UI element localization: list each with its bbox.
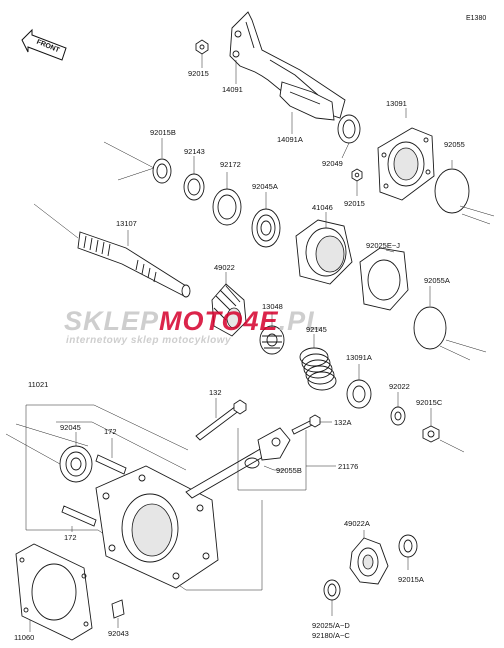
bushing-92015A bbox=[398, 534, 418, 558]
nut-92015-mid bbox=[351, 168, 363, 182]
label-21176: 21176 bbox=[338, 462, 358, 471]
gasket-92025EJ bbox=[359, 247, 409, 311]
label-92022: 92022 bbox=[389, 382, 410, 391]
part-labels: 92015 14091 14091A 13091 92055 92015B 92… bbox=[14, 69, 465, 642]
label-92143: 92143 bbox=[184, 147, 205, 156]
label-14091: 14091 bbox=[222, 85, 243, 94]
label-13107: 13107 bbox=[116, 219, 137, 228]
collar-92143 bbox=[183, 173, 205, 201]
label-92045A: 92045A bbox=[252, 182, 278, 191]
seal-92049 bbox=[337, 114, 361, 144]
axis-lines bbox=[5, 141, 495, 465]
oring-92055B bbox=[244, 457, 260, 469]
cover-14091A bbox=[279, 81, 335, 121]
lever-21176 bbox=[185, 427, 291, 499]
label-49022: 49022 bbox=[214, 263, 235, 272]
label-13091: 13091 bbox=[386, 99, 407, 108]
bearing-92045A bbox=[251, 208, 281, 248]
label-11060: 11060 bbox=[14, 633, 34, 642]
shim-92025AD bbox=[323, 579, 341, 601]
bearing-92045 bbox=[59, 445, 93, 483]
spring-92145 bbox=[299, 347, 337, 391]
bolt-132 bbox=[195, 399, 247, 441]
label-92055: 92055 bbox=[444, 140, 465, 149]
gear-49022A bbox=[349, 537, 389, 585]
oring-92055A bbox=[413, 306, 447, 350]
label-172-bottom: 172 bbox=[64, 533, 77, 542]
label-92145: 92145 bbox=[306, 325, 327, 334]
label-11021: 11021 bbox=[28, 380, 48, 389]
label-41046: 41046 bbox=[312, 203, 333, 212]
gasket-11060 bbox=[15, 543, 93, 641]
stud-172-top bbox=[95, 454, 127, 475]
label-92172: 92172 bbox=[220, 160, 241, 169]
diagram-code: E1380 bbox=[466, 15, 486, 22]
label-92180AC: 92180/A~C bbox=[312, 631, 350, 640]
label-92015C: 92015C bbox=[416, 398, 443, 407]
label-92015-mid: 92015 bbox=[344, 199, 365, 208]
label-92015A: 92015A bbox=[398, 575, 424, 584]
label-92055B: 92055B bbox=[276, 466, 302, 475]
label-92055A: 92055A bbox=[424, 276, 450, 285]
joint-13091A bbox=[346, 379, 372, 409]
leader-lines bbox=[29, 54, 453, 632]
label-132: 132 bbox=[209, 388, 222, 397]
washer-92022 bbox=[390, 406, 406, 426]
label-92025EJ: 92025E~J bbox=[366, 241, 400, 250]
holder-41046 bbox=[295, 219, 353, 285]
seal-92015B bbox=[152, 158, 172, 184]
shaft-13107 bbox=[77, 231, 191, 298]
label-92025AD: 92025/A~D bbox=[312, 621, 350, 630]
watermark: SKLEPMOTO4E.PL internetowy sklep motocyk… bbox=[64, 306, 324, 346]
label-13091A: 13091A bbox=[346, 353, 372, 362]
label-49022A: 49022A bbox=[344, 519, 370, 528]
label-172-top: 172 bbox=[104, 427, 117, 436]
pin-92043 bbox=[111, 599, 125, 619]
label-14091A: 14091A bbox=[277, 135, 303, 144]
nut-92015C bbox=[422, 425, 440, 443]
watermark-brand: SKLEPMOTO4E.PL bbox=[64, 306, 324, 336]
joint-13048 bbox=[259, 325, 285, 355]
gear-49022 bbox=[211, 283, 247, 337]
watermark-tagline: internetowy sklep motocyklowy bbox=[66, 335, 231, 346]
bolt-92015-top bbox=[195, 39, 209, 55]
case-11021 bbox=[95, 465, 219, 589]
shim-92172 bbox=[212, 188, 242, 226]
housing-13091 bbox=[377, 127, 435, 201]
label-92049: 92049 bbox=[322, 159, 343, 168]
label-92043: 92043 bbox=[108, 629, 129, 638]
oring-92055 bbox=[434, 168, 470, 214]
front-arrow-icon: FRONT bbox=[21, 28, 67, 61]
label-92015-top: 92015 bbox=[188, 69, 209, 78]
label-92015B: 92015B bbox=[150, 128, 176, 137]
label-132A: 132A bbox=[334, 418, 352, 427]
label-13048: 13048 bbox=[262, 302, 283, 311]
stud-172-bottom bbox=[61, 505, 97, 527]
bolt-132A bbox=[291, 414, 321, 435]
label-92045: 92045 bbox=[60, 423, 81, 432]
